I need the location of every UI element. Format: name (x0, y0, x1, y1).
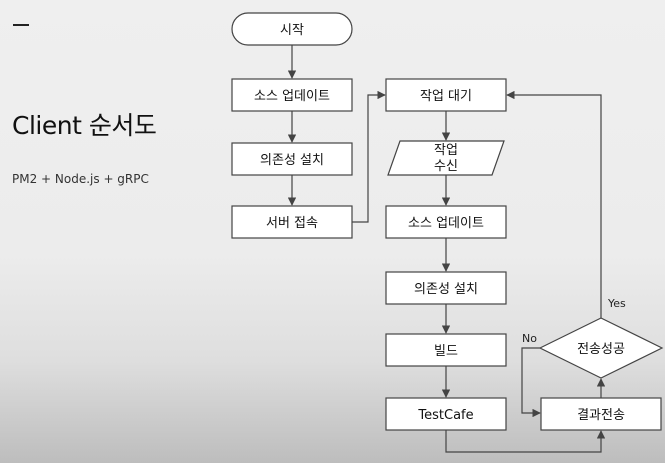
arrow-no-to-result (521, 347, 541, 418)
dash-mark (13, 24, 29, 26)
source-update-label-1: 소스 업데이트 (254, 89, 330, 104)
testcafe-node: TestCafe (385, 397, 507, 431)
server-connect-label: 서버 접속 (266, 216, 318, 231)
deps-install-label-2: 의존성 설치 (414, 282, 478, 297)
build-node: 빌드 (385, 333, 507, 367)
page-subtitle: PM2 + Node.js + gRPC (12, 172, 149, 186)
server-connect-node: 서버 접속 (231, 205, 353, 239)
testcafe-label: TestCafe (417, 408, 473, 423)
receive-task-node: 작업 수신 (387, 140, 505, 176)
receive-task-label-1: 작업 (434, 143, 458, 158)
source-update-node-2: 소스 업데이트 (385, 205, 507, 239)
start-node: 시작 (231, 12, 353, 46)
yes-label: Yes (607, 297, 626, 310)
wait-task-label: 작업 대기 (420, 89, 472, 104)
send-success-label: 전송성공 (577, 342, 625, 357)
no-label: No (522, 332, 537, 345)
arrow-connect-to-wait (352, 90, 386, 223)
wait-task-node: 작업 대기 (385, 78, 507, 112)
send-result-label: 결과전송 (577, 408, 625, 423)
start-label: 시작 (280, 23, 304, 38)
send-success-decision: 전송성공 (538, 317, 664, 379)
build-label: 빌드 (434, 344, 458, 359)
arrow-testcafe-to-result (445, 430, 606, 453)
page-title: Client 순서도 (12, 111, 157, 140)
receive-task-label-2: 수신 (434, 159, 458, 174)
source-update-node-1: 소스 업데이트 (231, 78, 353, 112)
arrow-yes-to-wait (506, 90, 602, 318)
deps-install-label-1: 의존성 설치 (260, 153, 324, 168)
source-update-label-2: 소스 업데이트 (408, 216, 484, 231)
deps-install-node-1: 의존성 설치 (231, 142, 353, 176)
send-result-node: 결과전송 (540, 397, 662, 431)
deps-install-node-2: 의존성 설치 (385, 271, 507, 305)
